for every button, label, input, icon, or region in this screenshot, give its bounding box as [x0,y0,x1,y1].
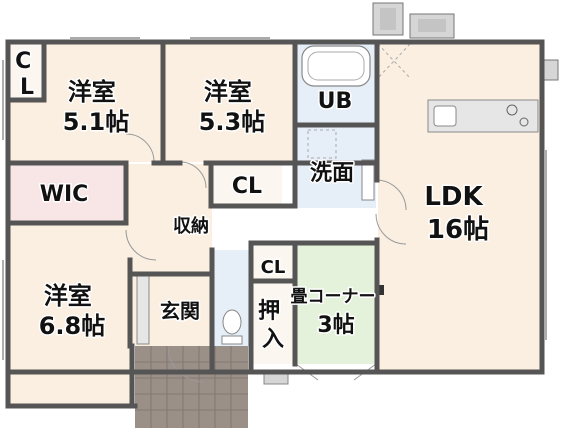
label-unit-bath: UB [318,89,353,114]
label-storage: 収納 [173,215,209,237]
floor-cl-2 [212,164,282,206]
label-cl-3: CL [261,257,286,278]
fixtures [136,45,529,385]
label-cl-1: C L [15,49,39,100]
label-bedroom-1-line-2: 5.1帖 [63,108,130,136]
floor-wic [10,164,125,222]
floor-bedroom-2 [164,44,294,162]
label-cl-3-line-1: CL [261,257,286,278]
label-wic: WIC [40,182,89,207]
floor-ldk [378,44,540,370]
label-ldk-line-1: LDK [424,182,483,212]
label-bedroom-1-line-1: 洋室 [68,78,116,106]
label-bedroom-3-line-1: 洋室 [44,282,92,310]
floor-cl-1 [10,44,44,100]
label-entrance: 玄関 [160,299,200,323]
label-tatami-corner-line-1: 畳コーナー [291,287,376,307]
label-wic-line-1: WIC [40,182,89,207]
window-marks [2,37,547,360]
label-bedroom-1: 洋室 5.1帖 [63,78,130,136]
porch [135,346,248,428]
label-washroom-line-1: 洗面 [310,161,354,186]
label-bedroom-3: 洋室 6.8帖 [39,282,106,340]
floor-closet [252,282,294,364]
label-entrance-line-1: 玄関 [160,299,200,323]
washbasin [361,159,375,201]
label-cl-1-line-2: L [20,75,34,100]
sink [433,105,457,127]
label-tatami-corner-line-2: 3帖 [317,313,354,338]
label-tatami-corner: 畳コーナー 3帖 [291,287,382,338]
floor-cl-3 [252,244,294,280]
label-closet: 押 入 [258,298,288,352]
label-storage-line-1: 収納 [173,215,209,237]
door-swings [125,133,407,383]
floor-tatami [296,244,376,364]
label-closet-line-1: 押 [258,298,280,324]
label-cl-2: CL [232,174,262,199]
dashed-lines [307,43,411,159]
label-bedroom-2-line-1: 洋室 [204,78,252,106]
label-ldk-line-2: 16帖 [427,215,489,245]
label-cl-2-line-1: CL [232,174,262,199]
label-bedroom-3-line-2: 6.8帖 [39,312,106,340]
label-bedroom-2-line-2: 5.3帖 [199,108,266,136]
label-cl-1-line-1: C [15,49,31,74]
porch-tile [135,346,248,428]
label-ldk: LDK 16帖 [424,182,491,245]
label-unit-bath-line-1: UB [318,89,353,114]
bathtub [301,45,371,87]
tatami-step-marker [376,285,384,295]
label-washroom: 洗面 [310,161,354,186]
toilet-bowl [222,309,242,335]
shoe-cabinet [136,275,150,345]
room-labels: C L 洋室 5.1帖 洋室 5.3帖 UB WIC CL 洗面 収納 LDK … [14,48,491,354]
walls [5,39,545,409]
stove [506,104,518,116]
label-closet-line-2: 入 [262,327,284,352]
label-bedroom-2: 洋室 5.3帖 [199,78,266,136]
